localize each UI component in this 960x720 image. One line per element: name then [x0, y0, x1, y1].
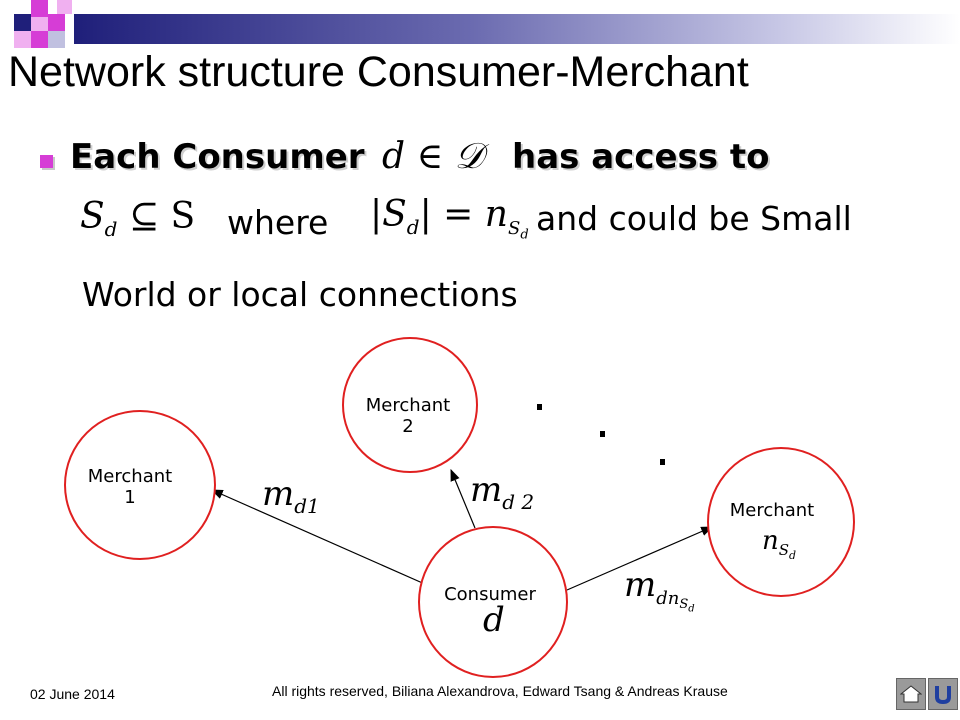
edge-consumer-merchant1 [210, 489, 428, 586]
decor-square [14, 14, 31, 31]
ellipsis-dot [600, 431, 605, 437]
decor-square [48, 31, 65, 48]
footer-credits: All rights reserved, Biliana Alexandrova… [272, 683, 728, 699]
edge-label-1: md1 [262, 474, 320, 518]
math-cardinality: |Sd| = nSd [370, 194, 529, 243]
where-text: where [227, 203, 329, 242]
merchant-n-label: Merchant [729, 500, 815, 521]
consumer-math: d [483, 600, 505, 640]
decor-square [31, 31, 48, 48]
home-icon [900, 685, 922, 703]
decor-square [48, 14, 65, 31]
return-icon [935, 686, 951, 705]
bullet-text-end: has access to [512, 137, 770, 177]
ellipsis-dot [537, 404, 542, 410]
bullet-marker [40, 155, 53, 168]
slide-title: Network structure Consumer-Merchant [8, 48, 749, 96]
merchant-1-node [64, 410, 216, 560]
title-bar-gradient [74, 14, 960, 44]
merchant-n-math: nSd [762, 526, 797, 563]
merchant-n-node [707, 447, 855, 597]
decor-square [31, 14, 48, 31]
math-d-in-D: d ∈ 𝒟 [382, 136, 484, 177]
math-subset: Sd ⊆ S [80, 196, 196, 242]
edge-label-n: mdnSd [624, 565, 695, 615]
return-button[interactable] [928, 678, 958, 710]
small-text: and could be Small [536, 199, 852, 238]
edge-label-2: md 2 [470, 470, 535, 514]
consumer-node [418, 526, 568, 678]
consumer-label: Consumer [444, 584, 536, 605]
world-local-text: World or local connections [82, 275, 518, 314]
edge-consumer-merchantn [566, 526, 714, 591]
footer-date: 02 June 2014 [30, 686, 115, 702]
edge-consumer-merchant2 [450, 468, 476, 529]
decor-square [14, 31, 31, 48]
decor-square [57, 0, 72, 14]
bullet-text-start: Each Consumer [70, 137, 365, 177]
merchant-2-node [342, 337, 478, 473]
home-button[interactable] [896, 678, 926, 710]
decor-square [31, 0, 48, 17]
ellipsis-dot [660, 459, 665, 465]
